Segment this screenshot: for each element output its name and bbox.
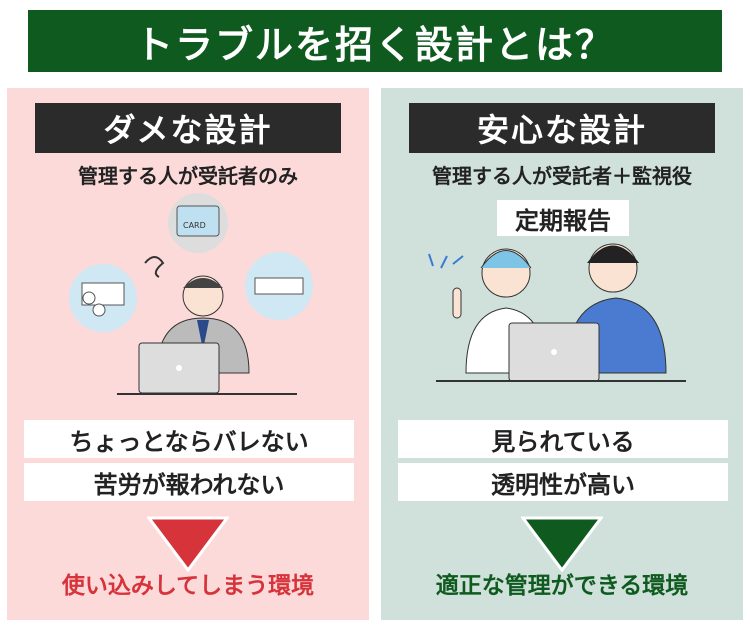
good-point-2: 透明性が高い bbox=[398, 463, 728, 501]
good-result: 適正な管理ができる環境 bbox=[435, 573, 689, 599]
good-subtitle: 管理する人が受託者＋監視役 bbox=[432, 164, 692, 188]
good-header: 安心な設計 bbox=[409, 103, 715, 153]
regular-report-tag: 定期報告 bbox=[497, 200, 629, 236]
bad-design-panel: ダメな設計 管理する人が受託者のみ CARD ちょっとならバレない 苦労が報われ… bbox=[7, 88, 369, 620]
bad-point-2: 苦労が報われない bbox=[24, 463, 354, 501]
page-title: トラブルを招く設計とは？ bbox=[28, 10, 722, 72]
good-design-panel: 安心な設計 管理する人が受託者＋監視役 定期報告 見られている 透明性が高い 適… bbox=[381, 88, 743, 620]
bad-result: 使い込みしてしまう環境 bbox=[61, 573, 315, 599]
bad-subtitle: 管理する人が受託者のみ bbox=[78, 164, 298, 188]
two-people-laptop-illustration bbox=[428, 243, 686, 382]
down-arrow-icon bbox=[521, 516, 603, 572]
down-arrow-icon bbox=[147, 516, 229, 572]
bad-header: ダメな設計 bbox=[35, 103, 341, 153]
worried-man-illustration: CARD bbox=[69, 193, 313, 395]
card-text: CARD bbox=[183, 221, 206, 230]
bad-point-1: ちょっとならバレない bbox=[24, 420, 354, 458]
good-point-1: 見られている bbox=[398, 420, 728, 458]
